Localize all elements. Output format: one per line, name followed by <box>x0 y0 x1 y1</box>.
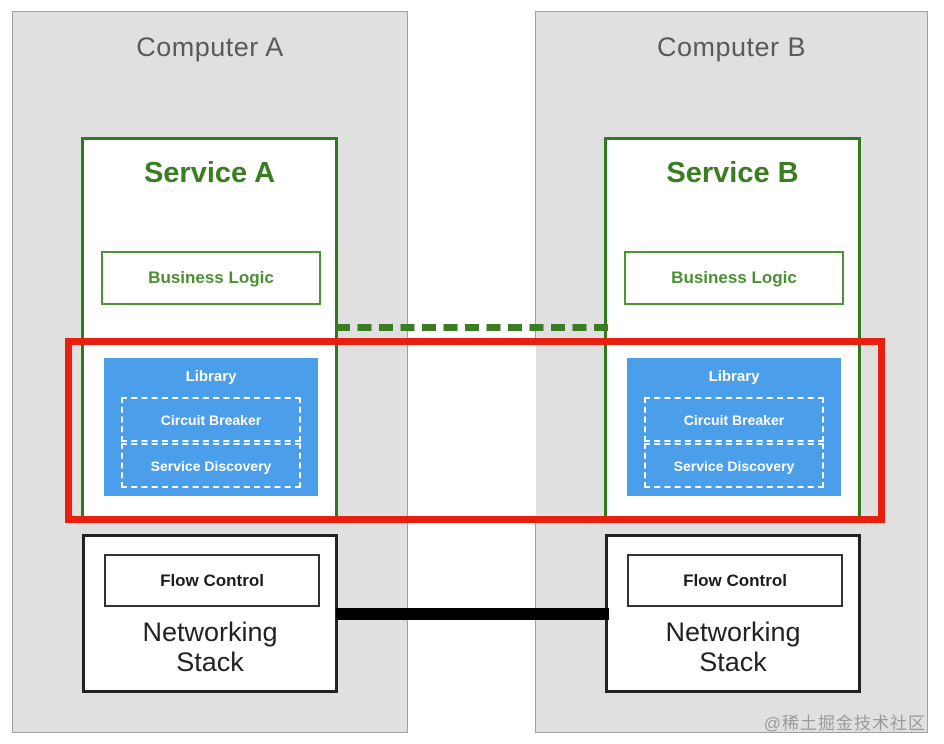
service-b-box[interactable]: Service B Business Logic Library Circuit… <box>604 137 861 519</box>
networking-stack-a-box[interactable]: Flow Control Networking Stack <box>82 534 338 693</box>
service-b-library-title: Library <box>708 368 760 385</box>
service-a-library-title: Library <box>185 368 237 385</box>
networking-stack-b-label-line2: Stack <box>699 647 767 677</box>
service-b-business-logic[interactable]: Business Logic <box>624 251 844 305</box>
service-b-service-discovery[interactable]: Service Discovery <box>644 443 824 488</box>
network-stack-link <box>336 608 609 620</box>
computer-a-title: Computer A <box>136 32 284 62</box>
service-a-title: Service A <box>143 157 276 189</box>
service-a-box[interactable]: Service A Business Logic Library Circuit… <box>81 137 338 519</box>
service-b-circuit-breaker[interactable]: Circuit Breaker <box>644 397 824 442</box>
computer-b-title: Computer B <box>656 32 807 62</box>
highlight-gap-band <box>408 338 536 523</box>
service-a-business-logic[interactable]: Business Logic <box>101 251 321 305</box>
service-a-circuit-breaker[interactable]: Circuit Breaker <box>121 397 301 442</box>
flow-control-b[interactable]: Flow Control <box>627 554 843 607</box>
service-b-title: Service B <box>666 157 799 189</box>
service-to-service-dashed-link <box>336 324 608 331</box>
flow-control-a[interactable]: Flow Control <box>104 554 320 607</box>
service-a-service-discovery[interactable]: Service Discovery <box>121 443 301 488</box>
service-b-library[interactable]: Library Circuit Breaker Service Discover… <box>627 358 841 496</box>
service-a-library[interactable]: Library Circuit Breaker Service Discover… <box>104 358 318 496</box>
networking-stack-b-box[interactable]: Flow Control Networking Stack <box>605 534 861 693</box>
networking-stack-a-label-line1: Networking <box>142 617 278 647</box>
networking-stack-b-label-line1: Networking <box>665 617 801 647</box>
networking-stack-a-label-line2: Stack <box>176 647 244 677</box>
watermark: @稀土掘金技术社区 <box>763 714 926 733</box>
